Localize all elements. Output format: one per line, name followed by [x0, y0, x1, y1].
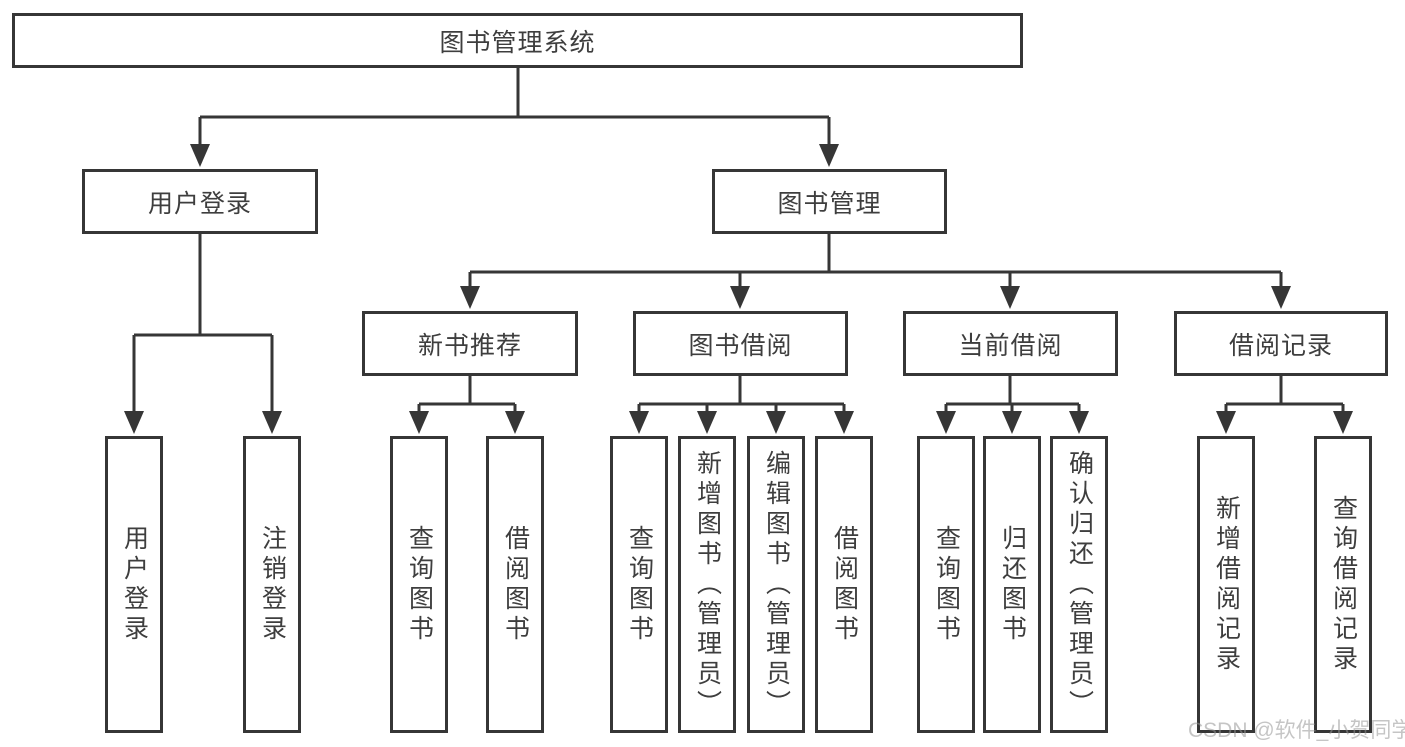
arrowhead-down-icon [1271, 286, 1291, 309]
arrowhead-down-icon [124, 411, 144, 434]
node-book-management: 图书管理 [712, 169, 947, 234]
connector-current-to-leaves [936, 376, 1089, 434]
node-leaf-borrow-books: 借阅图书 [815, 436, 873, 733]
arrowhead-down-icon [460, 286, 480, 309]
node-label: 图书管理 [777, 189, 882, 218]
arrowhead-down-icon [936, 411, 956, 434]
node-leaf-borrow-books-recommend: 借阅图书 [486, 436, 544, 733]
arrowhead-down-icon [697, 411, 717, 434]
csdn-watermark: CSDN @软件_小贺同学 [1188, 719, 1405, 742]
arrowhead-down-icon [190, 144, 210, 167]
node-label: 查询借阅记录 [1329, 494, 1358, 675]
connector-root-to-level2 [190, 68, 839, 167]
arrowhead-down-icon [1000, 286, 1020, 309]
node-label: 图书管理系统 [439, 28, 596, 57]
node-leaf-user-login: 用户登录 [105, 436, 163, 733]
node-label: 归还图书 [998, 524, 1027, 645]
arrowhead-down-icon [505, 411, 525, 434]
node-user-login: 用户登录 [82, 169, 318, 234]
arrowhead-down-icon [730, 286, 750, 309]
node-borrow-records: 借阅记录 [1174, 311, 1388, 376]
node-leaf-add-borrow-record: 新增借阅记录 [1197, 436, 1255, 733]
node-label: 新增图书（管理员） [693, 449, 722, 720]
node-label: 借阅图书 [830, 524, 859, 645]
node-root-system: 图书管理系统 [12, 13, 1023, 68]
arrowhead-down-icon [1216, 411, 1236, 434]
node-leaf-edit-books-admin: 编辑图书（管理员） [747, 436, 805, 733]
arrowhead-down-icon [409, 411, 429, 434]
node-label: 图书借阅 [688, 331, 793, 360]
node-label: 编辑图书（管理员） [762, 449, 791, 720]
connector-user-login-to-leaves [124, 234, 282, 434]
connector-book-mgmt-to-level3 [460, 234, 1291, 309]
node-leaf-query-books-current: 查询图书 [917, 436, 975, 733]
arrowhead-down-icon [1002, 411, 1022, 434]
arrowhead-down-icon [766, 411, 786, 434]
node-leaf-confirm-return-admin: 确认归还（管理员） [1050, 436, 1108, 733]
node-label: 用户登录 [120, 524, 149, 645]
node-leaf-query-books-borrow: 查询图书 [610, 436, 668, 733]
node-label: 注销登录 [258, 524, 287, 645]
node-label: 借阅记录 [1228, 331, 1333, 360]
node-label: 用户登录 [147, 189, 252, 218]
node-leaf-add-books-admin: 新增图书（管理员） [678, 436, 736, 733]
arrowhead-down-icon [262, 411, 282, 434]
node-label: 确认归还（管理员） [1065, 449, 1094, 720]
arrowhead-down-icon [629, 411, 649, 434]
node-label: 新增借阅记录 [1212, 494, 1241, 675]
node-leaf-query-books-recommend: 查询图书 [390, 436, 448, 733]
node-leaf-logout: 注销登录 [243, 436, 301, 733]
arrowhead-down-icon [819, 144, 839, 167]
node-label: 查询图书 [932, 524, 961, 645]
node-label: 查询图书 [405, 524, 434, 645]
node-label: 查询图书 [625, 524, 654, 645]
connector-records-to-leaves [1216, 376, 1353, 434]
arrowhead-down-icon [1069, 411, 1089, 434]
node-book-borrow: 图书借阅 [633, 311, 848, 376]
connector-borrow-to-leaves [629, 376, 854, 434]
node-current-borrow: 当前借阅 [903, 311, 1118, 376]
node-label: 当前借阅 [958, 331, 1063, 360]
node-leaf-query-borrow-record: 查询借阅记录 [1314, 436, 1372, 733]
node-label: 借阅图书 [501, 524, 530, 645]
arrowhead-down-icon [834, 411, 854, 434]
connector-new-books-to-leaves [409, 376, 525, 434]
node-new-book-recommend: 新书推荐 [362, 311, 578, 376]
arrowhead-down-icon [1333, 411, 1353, 434]
node-label: 新书推荐 [417, 331, 522, 360]
node-leaf-return-books: 归还图书 [983, 436, 1041, 733]
